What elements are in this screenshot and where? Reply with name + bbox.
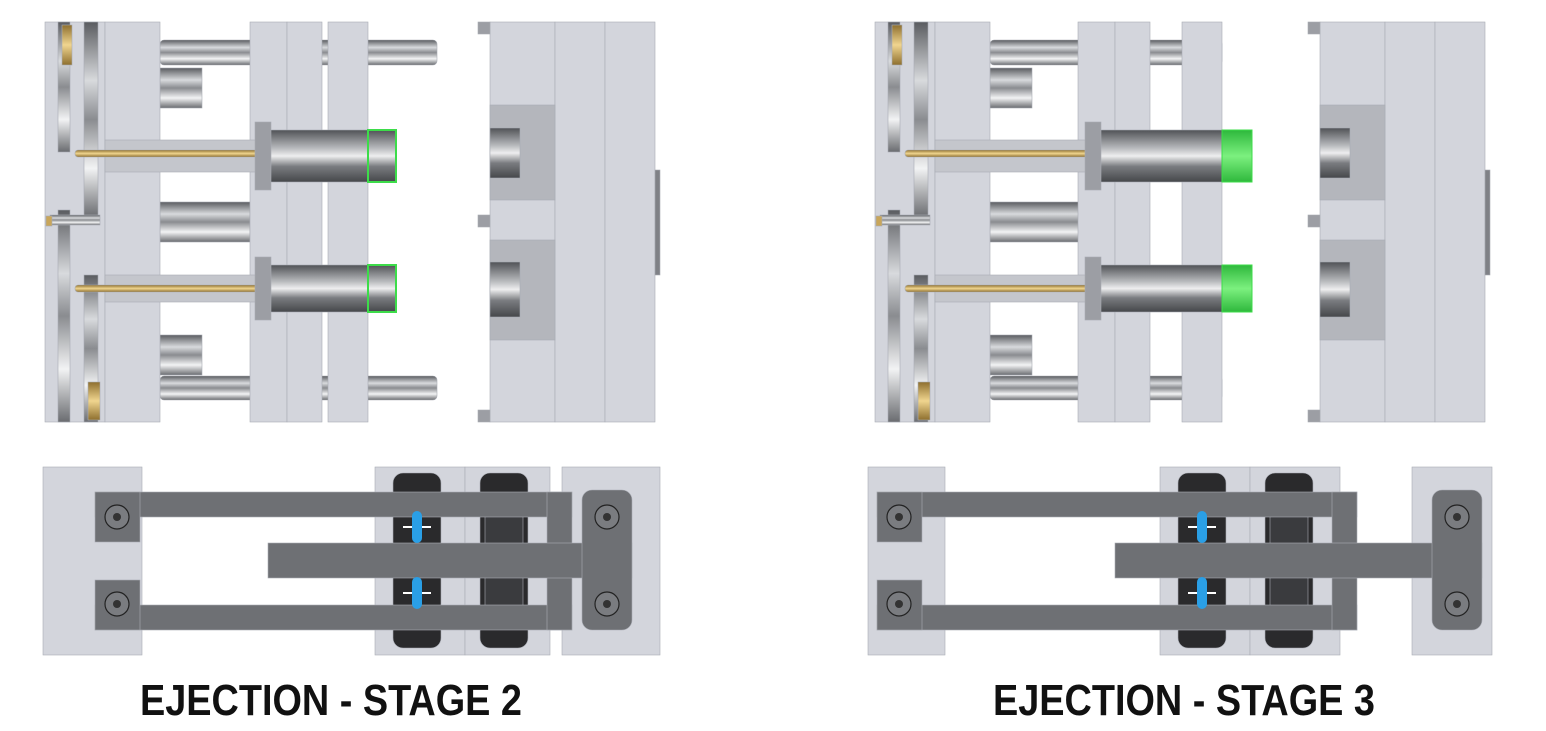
latch-pin	[1197, 511, 1207, 543]
locating-ring	[654, 169, 661, 276]
screw-hex	[603, 600, 611, 608]
latch-bar-bottom	[94, 604, 573, 631]
cooling-pipe	[887, 209, 901, 423]
cavity-insert	[489, 239, 556, 341]
latch-pin	[412, 577, 422, 609]
molded-part	[367, 264, 397, 313]
collapsible-sleeve	[254, 256, 272, 321]
ejector-plate	[1077, 21, 1116, 423]
molded-part	[1221, 264, 1253, 313]
core-insert	[1099, 264, 1223, 313]
brass-plug	[45, 215, 53, 227]
mold-section-stage-2	[44, 21, 661, 423]
guide-bushing	[477, 21, 491, 35]
screw-hex	[895, 513, 903, 521]
cavity-bore	[1319, 261, 1351, 318]
cavity-backing-plate	[554, 21, 606, 423]
cavity-backing-plate	[1384, 21, 1436, 423]
collapsible-sleeve	[1084, 256, 1102, 321]
guide-bushing	[477, 214, 491, 228]
latch-assembly-stage-2	[42, 466, 661, 656]
cooling-pipe	[57, 209, 71, 423]
ejector-plate	[249, 21, 288, 423]
molded-part	[367, 129, 397, 183]
cooling-pipe	[83, 21, 99, 218]
support-pillar	[159, 67, 203, 109]
cavity-bore	[489, 261, 521, 318]
guide-bushing	[1307, 214, 1321, 228]
screw-hex	[1453, 513, 1461, 521]
cavity-bore	[489, 127, 521, 179]
ejector-retainer-plate	[1114, 21, 1151, 423]
latch-pin	[412, 511, 422, 543]
latch-bar-bottom	[876, 604, 1358, 631]
guide-bushing	[1307, 409, 1321, 423]
core-plate	[104, 21, 161, 423]
screw-hex	[113, 513, 121, 521]
collapsible-sleeve	[1084, 121, 1102, 191]
latch-bar-top	[876, 491, 1358, 518]
support-pillar	[989, 334, 1033, 376]
latch-bar-middle	[1114, 542, 1483, 579]
cooling-tee	[49, 214, 101, 226]
core-insert	[269, 264, 369, 313]
cooling-pipe	[913, 21, 929, 218]
cavity-plate	[489, 21, 556, 423]
molded-part	[1221, 129, 1253, 183]
brass-fitting	[917, 381, 931, 421]
latch-bracket	[1431, 489, 1483, 631]
clamp-plate-fixed	[1434, 21, 1486, 423]
cooling-tee	[879, 214, 931, 226]
support-pillar	[159, 334, 203, 376]
core-insert	[1099, 129, 1223, 183]
guide-bushing	[1307, 21, 1321, 35]
latch-bar-middle	[267, 542, 633, 579]
locating-ring	[1484, 169, 1491, 276]
screw-hex	[113, 600, 121, 608]
latch-bar-head	[876, 491, 923, 543]
mold-section-stage-3	[874, 21, 1491, 423]
screw-hex	[1453, 600, 1461, 608]
support-pillar	[159, 201, 251, 243]
core-plate	[934, 21, 991, 423]
core-insert	[269, 129, 369, 183]
stripper-plate	[1181, 21, 1223, 423]
caption-stage-3: EJECTION - STAGE 3	[993, 676, 1375, 725]
ejector-retainer-plate	[286, 21, 323, 423]
screw-hex	[895, 600, 903, 608]
latch-bar-top	[94, 491, 573, 518]
guide-bushing	[477, 409, 491, 423]
caption-stage-2: EJECTION - STAGE 2	[140, 676, 522, 725]
cavity-plate	[1319, 21, 1386, 423]
support-pillar	[989, 201, 1081, 243]
latch-assembly-stage-3	[867, 466, 1493, 656]
brass-fitting	[891, 24, 903, 66]
stripper-plate	[327, 21, 369, 423]
cavity-bore	[1319, 127, 1351, 179]
support-pillar	[989, 67, 1033, 109]
brass-plug	[875, 215, 883, 227]
brass-fitting	[61, 24, 73, 66]
latch-bracket	[581, 489, 633, 631]
screw-hex	[603, 513, 611, 521]
collapsible-sleeve	[254, 121, 272, 191]
clamp-plate-fixed	[604, 21, 656, 423]
latch-pin	[1197, 577, 1207, 609]
brass-fitting	[87, 381, 101, 421]
